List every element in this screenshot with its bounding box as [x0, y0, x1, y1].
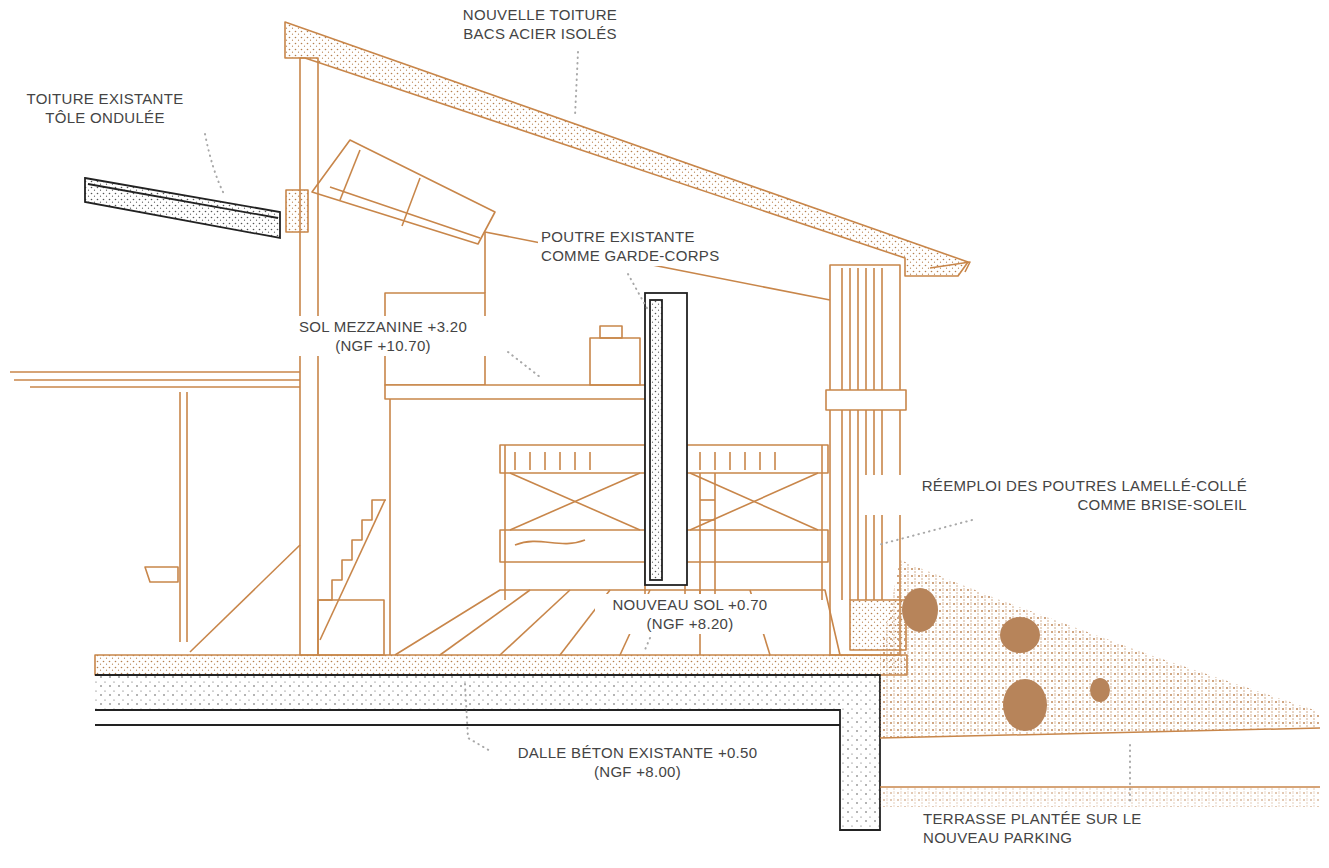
annotation-label: TOITURE EXISTANTE TÔLE ONDULÉE — [5, 88, 205, 128]
planted-terrace — [880, 560, 1320, 807]
annotation-label: SOL MEZZANINE +3.20 (NGF +10.70) — [278, 316, 488, 356]
annotation-label: TERRASSE PLANTÉE SUR LE NOUVEAU PARKING — [920, 808, 1150, 848]
annotation-label: POUTRE EXISTANTE COMME GARDE-CORPS — [538, 226, 743, 266]
annotation-label: NOUVEAU SOL +0.70 (NGF +8.20) — [595, 594, 785, 634]
existing-structure — [85, 178, 880, 830]
annotation-label: DALLE BÉTON EXISTANTE +0.50 (NGF +8.00) — [495, 742, 780, 782]
annotation-label: NOUVELLE TOITURE BACS ACIER ISOLÉS — [440, 4, 640, 44]
leader-lines — [205, 52, 1130, 804]
annotation-label: RÉEMPLOI DES POUTRES LAMELLÉ-COLLÉ COMME… — [860, 475, 1250, 515]
